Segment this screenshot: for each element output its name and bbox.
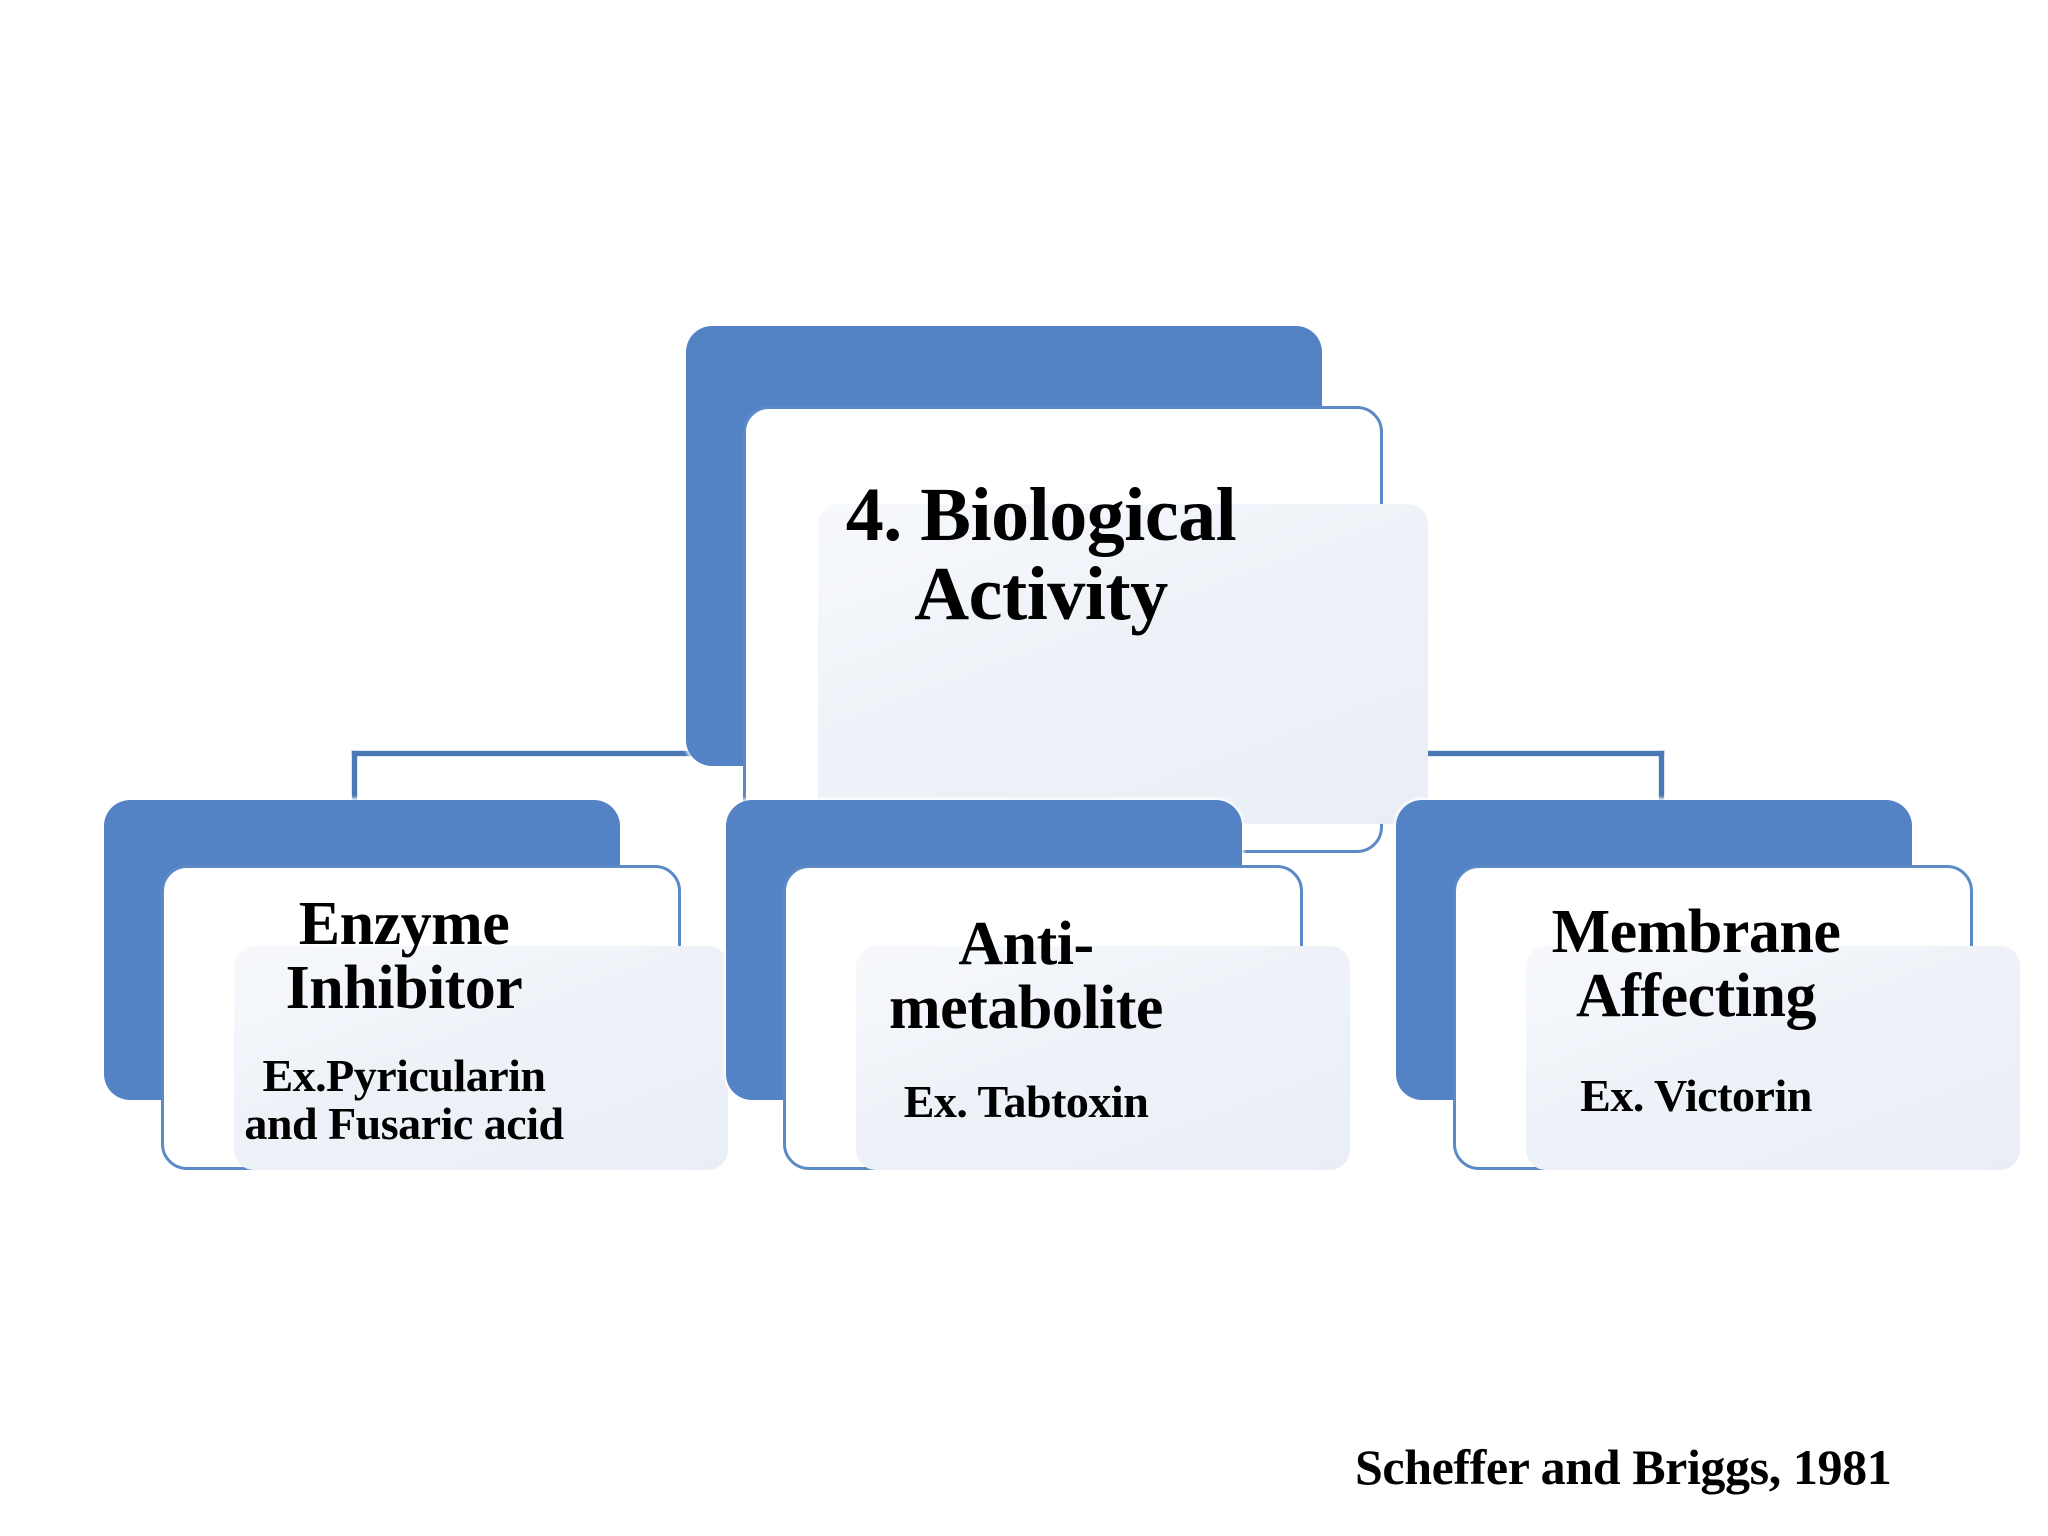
node-face	[743, 406, 1428, 853]
node-inner-panel	[1526, 946, 2020, 1170]
node-inner-panel	[234, 946, 728, 1170]
node-example: Ex.Pyricularin and Fusaric acid	[244, 1050, 564, 1149]
node-anti-metabolite[interactable]: Anti- metabolite Ex. Tabtoxin	[726, 800, 1350, 1200]
node-inner-panel	[856, 946, 1350, 1170]
node-face	[1453, 865, 2020, 1170]
node-example: Ex. Tabtoxin	[903, 1076, 1149, 1127]
connector-drop-membrane	[1659, 751, 1664, 807]
node-face	[161, 865, 728, 1170]
node-title: Enzyme Inhibitor	[285, 890, 523, 1023]
node-inner-panel	[818, 504, 1428, 824]
node-membrane-affecting[interactable]: Membrane Affecting Ex. Victorin	[1396, 800, 2020, 1200]
node-title: Membrane Affecting	[1551, 898, 1841, 1031]
node-title: 4. Biological Activity	[845, 473, 1237, 637]
node-example: Ex. Victorin	[1580, 1070, 1812, 1121]
node-biological-activity[interactable]: 4. Biological Activity	[686, 326, 1428, 861]
node-face	[783, 865, 1350, 1170]
connector-drop-enzyme	[352, 751, 357, 807]
node-enzyme-inhibitor[interactable]: Enzyme Inhibitor Ex.Pyricularin and Fusa…	[104, 800, 728, 1200]
node-title: Anti- metabolite	[889, 910, 1163, 1043]
citation-text: Scheffer and Briggs, 1981	[1355, 1439, 1892, 1495]
